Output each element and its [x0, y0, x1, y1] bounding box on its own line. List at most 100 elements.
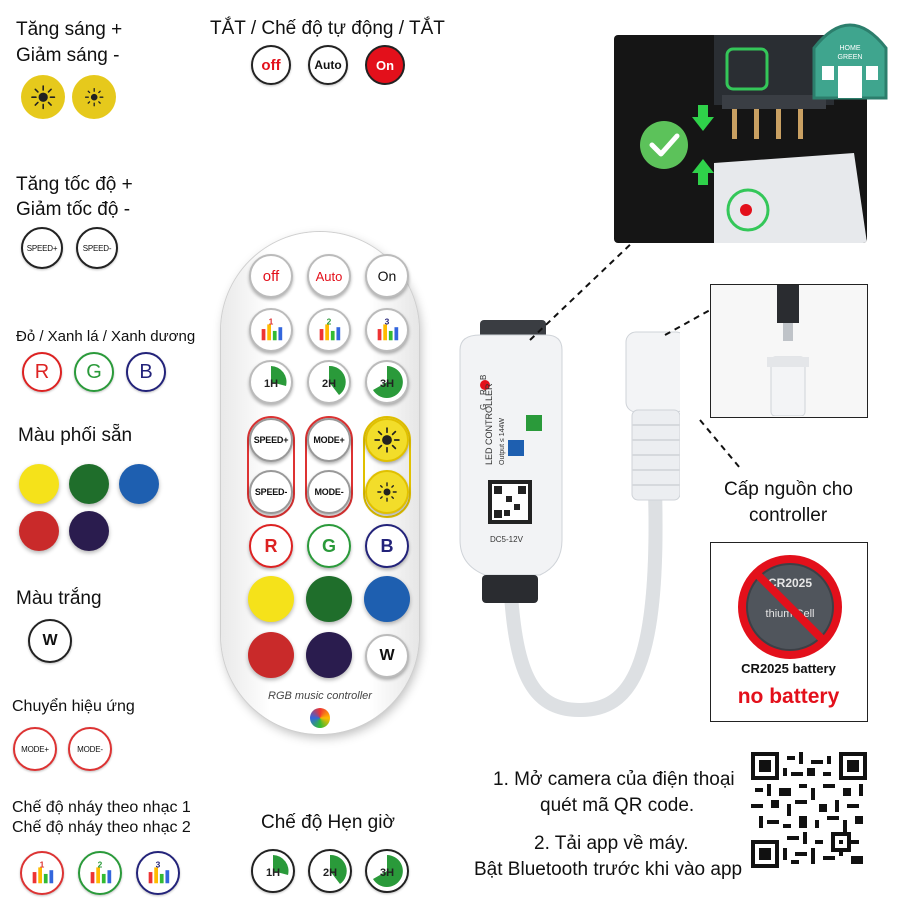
- music-2-number: 2: [98, 859, 103, 869]
- remote-purple-button[interactable]: [306, 632, 352, 678]
- white-button[interactable]: W: [28, 619, 72, 663]
- dc-jack-illustration: [767, 285, 809, 417]
- power-label: TẮT / Chế độ tự động / TẮT: [210, 18, 445, 39]
- remote-timer-1h-label: 1H: [264, 378, 278, 390]
- remote-white-button[interactable]: W: [365, 634, 409, 678]
- music-3-number: 3: [156, 859, 161, 869]
- music-label-1: Chế độ nháy theo nhạc 1: [12, 799, 191, 816]
- green-button[interactable]: G: [74, 352, 114, 392]
- remote-red-button[interactable]: R: [249, 524, 293, 568]
- remote-music-3-number: 3: [385, 316, 390, 326]
- dc-jack-panel: [710, 284, 868, 418]
- remote-green-color-button[interactable]: [306, 576, 352, 622]
- remote-blue-button[interactable]: B: [365, 524, 409, 568]
- speed-plus-button[interactable]: SPEED+: [21, 227, 63, 269]
- remote-music-1-button[interactable]: 1: [249, 308, 293, 352]
- auto-button[interactable]: Auto: [308, 45, 348, 85]
- remote-brightness-up-button[interactable]: [365, 418, 409, 462]
- clock-icon: 2H: [322, 365, 346, 395]
- remote-off-button[interactable]: off: [249, 254, 293, 298]
- speed-label-down: Giảm tốc độ -: [16, 199, 131, 220]
- mode-plus-button[interactable]: MODE+: [13, 727, 57, 771]
- mode-minus-label: MODE-: [77, 744, 103, 754]
- preset-purple-button[interactable]: [69, 511, 109, 551]
- music-2-button[interactable]: 2: [78, 851, 122, 895]
- brightness-up-button[interactable]: [21, 75, 65, 119]
- preset-yellow-button[interactable]: [19, 464, 59, 504]
- remote-speed-plus-button[interactable]: SPEED+: [249, 418, 293, 462]
- preset-blue-button[interactable]: [119, 464, 159, 504]
- remote-timer-1h-button[interactable]: 1H: [249, 360, 293, 404]
- remote-mode-minus-button[interactable]: MODE-: [307, 470, 351, 514]
- brightness-down-button[interactable]: [72, 75, 116, 119]
- remote-yellow-button[interactable]: [248, 576, 294, 622]
- remote-speed-minus-label: SPEED-: [254, 487, 288, 497]
- qr-code[interactable]: [750, 752, 868, 868]
- remote-speed-minus-button[interactable]: SPEED-: [249, 470, 293, 514]
- timer-1h-label: 1H: [266, 867, 280, 879]
- controller-output: Output ≤ 144W: [499, 418, 506, 465]
- off-button[interactable]: off: [251, 45, 291, 85]
- red-button[interactable]: R: [22, 352, 62, 392]
- timer-3h-button[interactable]: 3H: [365, 849, 409, 893]
- controller-voltage: DC5-12V: [490, 535, 524, 544]
- remote-speed-plus-label: SPEED+: [253, 435, 289, 445]
- remote-white-label: W: [379, 647, 395, 664]
- remote-mode-pill: [305, 416, 353, 518]
- remote-music-3-button[interactable]: 3: [365, 308, 409, 352]
- remote-brightness-down-button[interactable]: [365, 470, 409, 514]
- timer-2h-button[interactable]: 2H: [308, 849, 352, 893]
- remote-red-color-button[interactable]: [248, 632, 294, 678]
- speed-minus-button[interactable]: SPEED-: [76, 227, 118, 269]
- auto-button-label: Auto: [314, 58, 342, 72]
- controller-title: LED CONTROLLER: [484, 383, 494, 465]
- logo-line-2: GREEN: [838, 54, 863, 61]
- red-button-label: R: [34, 360, 50, 383]
- home-green-logo: HOME GREEN: [808, 8, 892, 100]
- clock-icon: 2H: [323, 854, 347, 884]
- speed-plus-label: SPEED+: [26, 243, 58, 253]
- battery-panel: CR2025 thium Cell CR2025 battery no batt…: [710, 542, 868, 722]
- blue-button[interactable]: B: [126, 352, 166, 392]
- green-button-label: G: [86, 360, 102, 383]
- power-supply-label-1: Cấp nguồn cho: [724, 479, 853, 500]
- instruction-step2-line1: 2. Tải app về máy.: [534, 833, 689, 854]
- qr-code-icon: [751, 752, 867, 868]
- mode-minus-button[interactable]: MODE-: [68, 727, 112, 771]
- remote-mode-plus-button[interactable]: MODE+: [307, 418, 351, 462]
- preset-green-button[interactable]: [69, 464, 109, 504]
- white-button-label: W: [42, 632, 58, 649]
- timer-1h-button[interactable]: 1H: [251, 849, 295, 893]
- remote-blue-color-button[interactable]: [364, 576, 410, 622]
- music-1-button[interactable]: 1: [20, 851, 64, 895]
- equalizer-icon: 1: [261, 316, 283, 341]
- timer-2h-label: 2H: [323, 867, 337, 879]
- equalizer-icon: 3: [148, 859, 170, 884]
- instruction-step1-line1: 1. Mở camera của điện thoại: [493, 769, 735, 790]
- remote-auto-button[interactable]: Auto: [307, 254, 351, 298]
- remote-green-button[interactable]: G: [307, 524, 351, 568]
- preset-label: Màu phối sẵn: [18, 425, 133, 446]
- preset-red-button[interactable]: [19, 511, 59, 551]
- remote-green-label: G: [321, 535, 336, 556]
- sun-small-icon: [84, 87, 104, 107]
- remote-timer-2h-button[interactable]: 2H: [307, 360, 351, 404]
- remote-timer-2h-label: 2H: [322, 378, 336, 390]
- equalizer-icon: 3: [377, 316, 399, 341]
- remote-brightness-pill: [363, 416, 411, 518]
- remote-timer-3h-button[interactable]: 3H: [365, 360, 409, 404]
- music-3-button[interactable]: 3: [136, 851, 180, 895]
- controller-pin-b: B: [479, 375, 488, 380]
- equalizer-icon: 1: [32, 859, 54, 884]
- equalizer-icon: 2: [319, 316, 341, 341]
- music-1-number: 1: [40, 859, 45, 869]
- rgb-remote: off Auto On 1 2 3 1H 2H 3H SPEED+ SPEED-…: [221, 232, 419, 734]
- sun-icon: [30, 84, 55, 109]
- remote-music-2-button[interactable]: 2: [307, 308, 351, 352]
- logo-line-1: HOME: [840, 45, 861, 52]
- remote-on-button[interactable]: On: [365, 254, 409, 298]
- on-button-label: On: [375, 57, 395, 73]
- mode-plus-label: MODE+: [21, 744, 49, 754]
- on-button[interactable]: On: [365, 45, 405, 85]
- sun-icon: [374, 427, 400, 453]
